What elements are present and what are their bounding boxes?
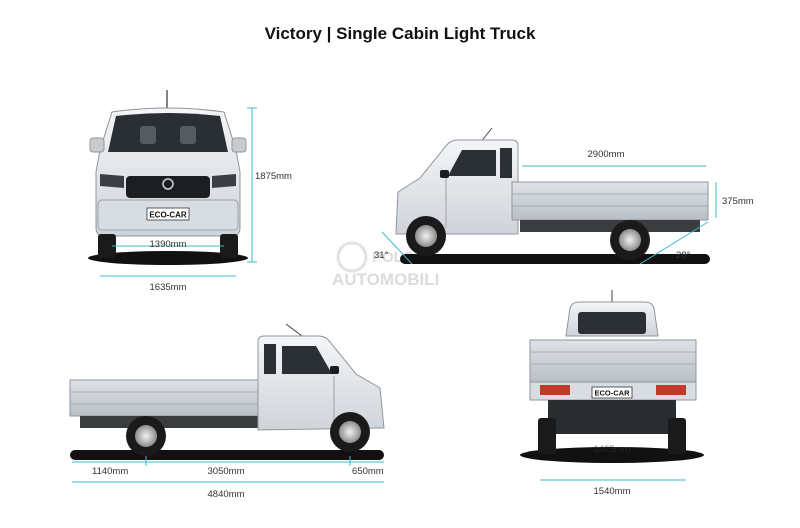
rear-plate-text: ECO-CAR: [595, 389, 631, 398]
rear-view: ECO-CAR 1425mm 1540mm: [520, 290, 704, 497]
side-left-window: [282, 346, 332, 374]
front-seat-left: [140, 126, 156, 144]
side-right-cargo-bed: [511, 181, 709, 221]
front-headlight-right: [212, 174, 236, 188]
box-height-label: 375mm: [722, 196, 754, 207]
departure-angle-line: [639, 221, 709, 265]
total-length-label: 4840mm: [208, 489, 245, 500]
rear-cab-window: [578, 312, 646, 334]
departure-angle-label: 28°: [676, 250, 691, 261]
side-left-rear-window: [264, 344, 276, 374]
approach-angle-label: 31°: [374, 250, 389, 261]
side-left-cargo-bed: [69, 379, 265, 417]
rear-track-label: 1425mm: [594, 444, 631, 455]
rear-shadow: [520, 447, 704, 463]
front-headlight-left: [100, 174, 124, 188]
front-view: ECO-CAR 1875mm 1390mm 1635mm: [88, 90, 292, 293]
front-width-label: 1635mm: [150, 282, 187, 293]
side-right-rear-rim: [619, 229, 641, 251]
side-left-cab: [257, 335, 385, 431]
front-wheel-left: [98, 234, 116, 258]
front-overhang-label: 650mm: [352, 466, 384, 477]
side-left-shadow: [70, 450, 384, 460]
rear-overhang-label: 1140mm: [92, 466, 128, 477]
rear-license-plate: [591, 386, 633, 399]
rear-wheel-right: [668, 418, 686, 454]
front-mirror-right: [231, 137, 247, 153]
front-height-label: 1875mm: [255, 171, 292, 182]
side-view-left: 1140mm 3050mm 650mm 4840mm: [69, 323, 385, 500]
side-right-shadow: [400, 254, 710, 264]
rear-wheel-left: [538, 418, 556, 454]
side-right-mirror: [440, 170, 449, 178]
rear-width-label: 1540mm: [594, 486, 631, 497]
side-right-front-rim: [415, 225, 437, 247]
side-left-rear-rim: [135, 425, 157, 447]
side-left-antenna: [285, 323, 303, 337]
watermark-line2: AUTOMOBILI: [332, 270, 439, 289]
side-right-window: [448, 150, 496, 176]
rear-tailgate: [529, 339, 697, 383]
front-mirror-left: [89, 137, 105, 153]
front-shadow: [88, 251, 248, 265]
front-grille: [126, 176, 210, 198]
side-right-chassis: [520, 220, 700, 232]
rear-chassis: [548, 400, 676, 434]
side-left-mirror: [330, 366, 339, 374]
front-plate-text: ECO-CAR: [149, 211, 187, 220]
rear-tail-light-right: [656, 385, 686, 395]
front-windshield: [108, 113, 228, 152]
front-license-plate: [146, 207, 190, 221]
side-left-chassis: [80, 416, 260, 428]
front-seat-right: [180, 126, 196, 144]
cargo-length-label: 2900mm: [588, 149, 625, 160]
front-track-label: 1390mm: [150, 239, 187, 250]
brand-logo-icon: [162, 178, 174, 190]
approach-angle-line: [381, 231, 413, 265]
page-title: Victory | Single Cabin Light Truck: [264, 24, 536, 43]
watermark-logo-icon: [336, 241, 368, 273]
side-right-rear-window: [500, 148, 512, 178]
rear-tail-light-left: [540, 385, 570, 395]
wheelbase-label: 3050mm: [208, 466, 245, 477]
side-left-front-rim: [339, 421, 361, 443]
side-view-right: 2900mm 375mm 31° 28°: [374, 127, 754, 265]
front-wheel-right: [220, 234, 238, 258]
